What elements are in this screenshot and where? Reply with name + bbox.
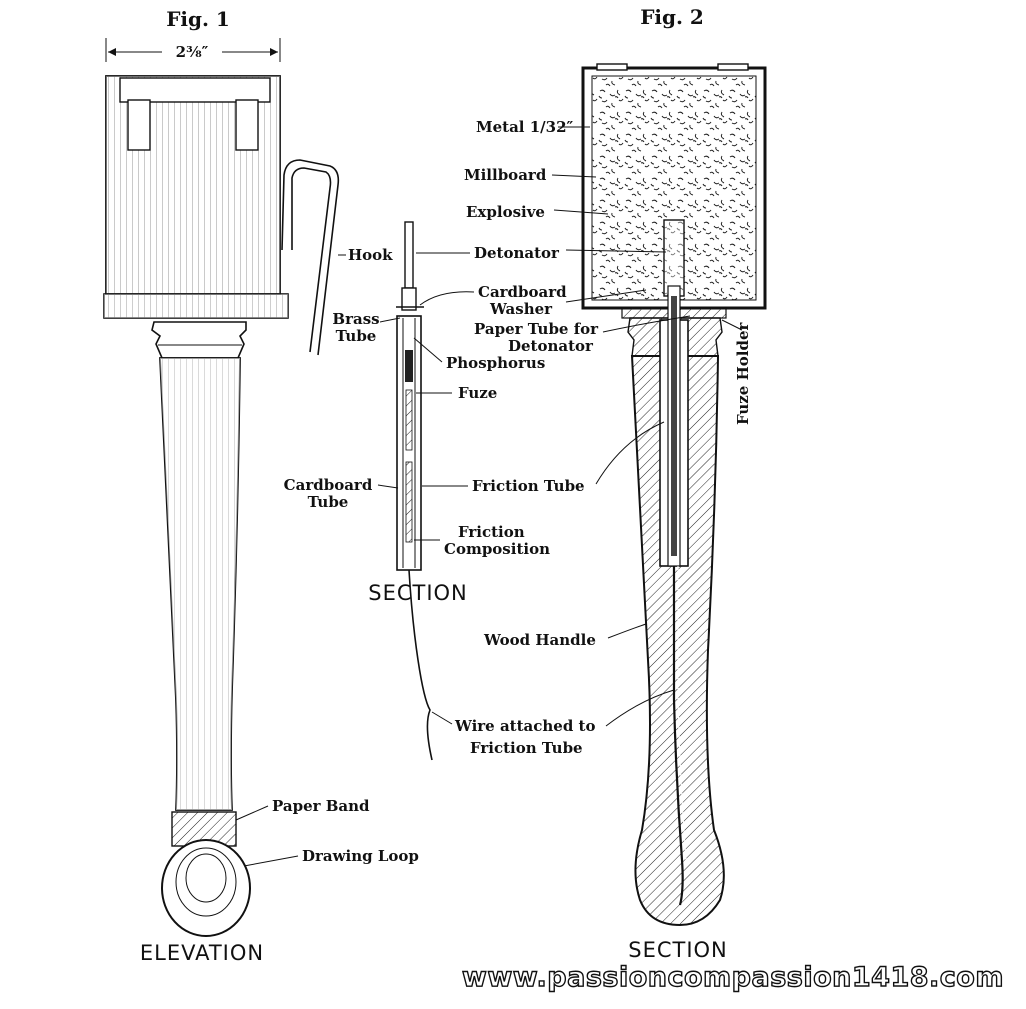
label-cardboard-tube-2: Tube	[308, 493, 349, 511]
fig1-title: Fig. 1	[166, 7, 230, 31]
fig1-collar	[151, 321, 247, 359]
fig1-head	[103, 75, 289, 319]
label-brass-tube-1: Brass	[332, 310, 379, 328]
label-paper-tube-1: Paper Tube for	[474, 320, 599, 338]
label-fuze: Fuze	[458, 384, 497, 402]
label-paper-tube-2: Detonator	[508, 337, 594, 355]
label-hook: Hook	[348, 246, 393, 264]
label-drawing-loop: Drawing Loop	[302, 847, 419, 865]
dimension-line: 2⅜″	[105, 38, 281, 62]
label-phosphorus: Phosphorus	[446, 354, 545, 372]
fig1-hook	[281, 159, 340, 356]
fig2-caption: SECTION	[628, 938, 728, 962]
label-metal: Metal 1/32″	[476, 118, 574, 136]
label-friction-composition-2: Composition	[444, 540, 550, 558]
fig1-handle	[159, 357, 251, 937]
label-wood-handle: Wood Handle	[483, 631, 596, 649]
fig1-caption: ELEVATION	[140, 941, 264, 965]
label-millboard: Millboard	[464, 166, 547, 184]
middle-caption: SECTION	[368, 581, 468, 605]
label-brass-tube-2: Tube	[336, 327, 377, 345]
fig1-elevation: Fig. 1 2⅜″	[103, 7, 419, 965]
label-wire-2: Friction Tube	[470, 739, 583, 757]
fig2-section: Fig. 2 Metal 1/32″ Millboard Explosive P…	[464, 5, 767, 962]
fuze-section: Detonator Cardboard Washer Brass Tube Ph…	[284, 221, 595, 761]
label-wire-1: Wire attached to	[454, 717, 595, 735]
label-explosive: Explosive	[466, 203, 545, 221]
label-cardboard-tube-1: Cardboard	[284, 476, 373, 494]
label-paper-band: Paper Band	[272, 797, 370, 815]
label-friction-tube-fuze: Friction Tube	[472, 477, 585, 495]
label-detonator-fuze: Detonator	[474, 244, 560, 262]
label-cardboard-washer-2: Washer	[489, 300, 553, 318]
label-fuze-holder: Fuze Holder	[734, 322, 752, 425]
fig2-title: Fig. 2	[640, 5, 704, 29]
dimension-label: 2⅜″	[176, 43, 209, 61]
label-friction-composition-1: Friction	[458, 523, 525, 541]
label-cardboard-washer-1: Cardboard	[478, 283, 567, 301]
watermark: www.passioncompassion1418.com	[462, 962, 1004, 993]
